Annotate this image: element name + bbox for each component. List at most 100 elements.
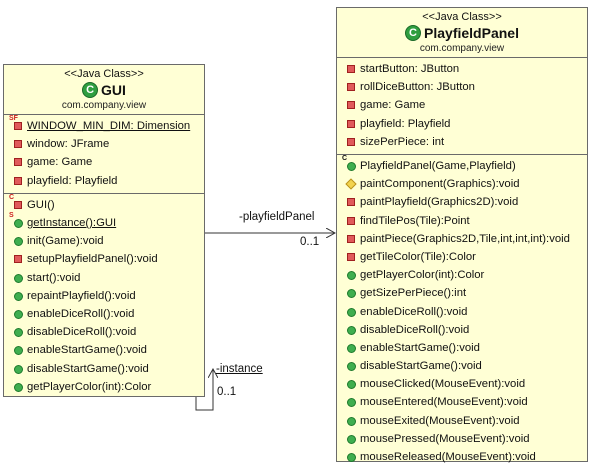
public-method-icon [347, 343, 356, 353]
gui-class-box[interactable]: <<Java Class>> C GUI com.company.view SF… [3, 64, 205, 397]
gui-method-row[interactable]: disableStartGame():void [4, 359, 204, 377]
public-method-icon [14, 291, 23, 301]
playfieldpanel-class-header: <<Java Class>> C PlayfieldPanel com.comp… [337, 8, 587, 58]
gui-method-label: disableDiceRoll():void [27, 326, 137, 339]
playfieldpanel-method-row[interactable]: enableDiceRoll():void [337, 302, 587, 320]
gui-method-label: init(Game):void [27, 235, 104, 248]
playfieldpanel-method-label: paintPlayfield(Graphics2D):void [360, 196, 519, 209]
public-method-icon [14, 309, 23, 319]
private-field-icon [347, 83, 355, 92]
playfieldpanel-method-label: disableStartGame():void [360, 360, 482, 373]
playfieldpanel-method-label: mouseEntered(MouseEvent):void [360, 396, 528, 409]
gui-method-label: setupPlayfieldPanel():void [27, 253, 158, 266]
playfieldpanel-field-label: game: Game [360, 99, 426, 112]
private-method-icon [347, 234, 355, 243]
public-method-icon [347, 362, 356, 372]
playfieldpanel-multiplicity-label: 0..1 [300, 236, 320, 248]
playfieldpanel-class-name: PlayfieldPanel [424, 25, 519, 41]
playfieldpanel-role-label: -playfieldPanel [239, 211, 315, 223]
private-field-icon [14, 140, 22, 149]
playfieldpanel-method-row[interactable]: disableDiceRoll():void [337, 321, 587, 339]
playfieldpanel-method-row[interactable]: enableStartGame():void [337, 339, 587, 357]
playfieldpanel-field-row[interactable]: game: Game [337, 96, 587, 114]
gui-method-row[interactable]: enableStartGame():void [4, 341, 204, 359]
playfieldpanel-method-row[interactable]: mouseEntered(MouseEvent):void [337, 393, 587, 411]
playfieldpanel-method-row[interactable]: paintComponent(Graphics):void [337, 175, 587, 193]
playfieldpanel-field-row[interactable]: sizePerPiece: int [337, 133, 587, 151]
playfieldpanel-field-row[interactable]: playfield: Playfield [337, 115, 587, 133]
public-static-method-icon: S [9, 212, 23, 229]
gui-class-header: <<Java Class>> C GUI com.company.view [4, 65, 204, 115]
playfieldpanel-method-row[interactable]: disableStartGame():void [337, 357, 587, 375]
playfieldpanel-method-row[interactable]: mousePressed(MouseEvent):void [337, 430, 587, 448]
playfieldpanel-field-row[interactable]: rollDiceButton: JButton [337, 78, 587, 96]
playfieldpanel-method-row[interactable]: findTilePos(Tile):Point [337, 212, 587, 230]
gui-method-row[interactable]: enableDiceRoll():void [4, 305, 204, 323]
public-method-icon [347, 416, 356, 426]
gui-stereotype: <<Java Class>> [64, 68, 144, 80]
gui-method-row[interactable]: repaintPlayfield():void [4, 287, 204, 305]
gui-method-row[interactable]: setupPlayfieldPanel():void [4, 250, 204, 268]
playfieldpanel-method-row[interactable]: mouseReleased(MouseEvent):void [337, 448, 587, 466]
playfieldpanel-method-label: mouseExited(MouseEvent):void [360, 414, 520, 427]
public-method-icon [14, 364, 23, 374]
instance-role-label: -instance [216, 363, 263, 375]
playfieldpanel-package: com.company.view [419, 43, 505, 54]
gui-method-row[interactable]: init(Game):void [4, 232, 204, 250]
gui-method-row[interactable]: getPlayerColor(int):Color [4, 378, 204, 396]
gui-field-row[interactable]: window: JFrame [4, 135, 204, 153]
public-method-icon [347, 307, 356, 317]
playfieldpanel-method-label: getTileColor(Tile):Color [360, 250, 476, 263]
gui-field-row[interactable]: playfield: Playfield [4, 172, 204, 190]
playfieldpanel-method-label: getSizePerPiece():int [360, 287, 467, 300]
playfieldpanel-method-label: mouseClicked(MouseEvent):void [360, 378, 526, 391]
playfieldpanel-class-box[interactable]: <<Java Class>> C PlayfieldPanel com.comp… [336, 7, 588, 463]
private-field-icon [347, 65, 355, 74]
playfieldpanel-method-label: getPlayerColor(int):Color [360, 269, 485, 282]
playfieldpanel-method-row[interactable]: getSizePerPiece():int [337, 284, 587, 302]
gui-field-label: game: Game [27, 156, 93, 169]
public-method-icon [347, 289, 356, 299]
public-method-icon [14, 328, 23, 338]
playfieldpanel-method-label: PlayfieldPanel(Game,Playfield) [360, 160, 516, 173]
gui-method-label: disableStartGame():void [27, 362, 149, 375]
gui-method-row[interactable]: C GUI() [4, 194, 204, 214]
instance-multiplicity-label: 0..1 [217, 386, 237, 398]
playfieldpanel-method-row[interactable]: paintPiece(Graphics2D,Tile,int,int,int):… [337, 230, 587, 248]
gui-method-label: getPlayerColor(int):Color [27, 380, 152, 393]
playfieldpanel-field-row[interactable]: startButton: JButton [337, 60, 587, 78]
public-method-icon [347, 325, 356, 335]
gui-field-row[interactable]: game: Game [4, 153, 204, 171]
gui-class-name: GUI [101, 82, 126, 98]
playfieldpanel-method-label: disableDiceRoll():void [360, 323, 470, 336]
playfieldpanel-method-label: mouseReleased(MouseEvent):void [360, 451, 536, 464]
private-constructor-icon: C [9, 194, 22, 209]
gui-method-label: GUI() [27, 198, 55, 211]
class-icon: C [405, 25, 422, 41]
instance-self-association-line[interactable] [195, 369, 213, 411]
playfieldpanel-method-label: mousePressed(MouseEvent):void [360, 432, 530, 445]
playfieldpanel-method-row[interactable]: getPlayerColor(int):Color [337, 266, 587, 284]
playfieldpanel-method-row[interactable]: mouseClicked(MouseEvent):void [337, 375, 587, 393]
gui-method-row[interactable]: start():void [4, 269, 204, 287]
private-method-icon [347, 216, 355, 225]
public-method-icon [14, 382, 23, 392]
playfieldpanel-method-label: findTilePos(Tile):Point [360, 214, 470, 227]
playfieldpanel-method-row[interactable]: mouseExited(MouseEvent):void [337, 412, 587, 430]
playfieldpanel-method-label: enableStartGame():void [360, 341, 480, 354]
static-final-field-icon: SF [9, 115, 22, 131]
public-method-icon [14, 346, 23, 356]
gui-method-label: start():void [27, 271, 81, 284]
public-method-icon [347, 380, 356, 390]
private-field-icon [14, 158, 22, 167]
private-method-icon [14, 255, 22, 264]
playfieldpanel-method-row[interactable]: paintPlayfield(Graphics2D):void [337, 193, 587, 211]
private-method-icon [347, 252, 355, 261]
gui-method-row[interactable]: disableDiceRoll():void [4, 323, 204, 341]
playfieldpanel-method-row[interactable]: getTileColor(Tile):Color [337, 248, 587, 266]
